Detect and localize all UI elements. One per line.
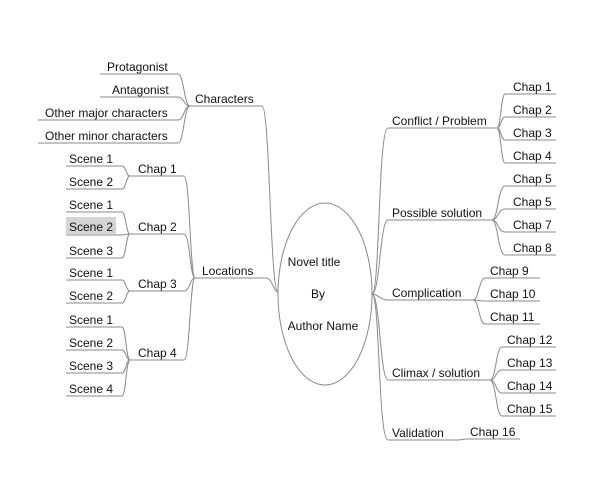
selected-scene-highlight	[66, 217, 116, 234]
chapter-label: Chap 12	[507, 333, 553, 347]
possible-solution-branch[interactable]: Possible solution Chap 5 Chap 5 Chap 7 C…	[388, 172, 556, 256]
scene-label: Scene 1	[69, 266, 113, 280]
location-chap-label: Chap 4	[138, 346, 177, 360]
chapter-label: Chap 9	[490, 264, 529, 278]
chapter-label: Chap 8	[513, 241, 552, 255]
chapter-label: Chap 5	[513, 172, 552, 186]
climax-link-4	[489, 379, 503, 417]
climax-link-1	[489, 346, 503, 381]
location-chap-3[interactable]: Chap 3 Scene 1 Scene 2	[66, 266, 184, 304]
scene-label-selected: Scene 2	[69, 220, 113, 234]
branch-label: Climax / solution	[392, 366, 480, 380]
possible-link-1	[491, 185, 506, 221]
author-name: Author Name	[288, 319, 359, 333]
locations-branch[interactable]: Locations Chap 1 Scene 1 Scene 2 Chap 2 …	[66, 152, 266, 397]
chapter-label: Chap 11	[490, 310, 535, 324]
connector-complication	[371, 293, 389, 301]
chapter-label: Chap 13	[507, 356, 553, 370]
location-chap-2[interactable]: Chap 2 Scene 1 Scene 2 Scene 3	[66, 198, 184, 259]
conflict-link-4	[496, 127, 506, 164]
conflict-branch[interactable]: Conflict / Problem Chap 1 Chap 2 Chap 3 …	[388, 80, 556, 164]
connector-climax	[371, 293, 389, 381]
novel-title: Novel title	[288, 255, 341, 269]
climax-branch[interactable]: Climax / solution Chap 12 Chap 13 Chap 1…	[388, 333, 556, 417]
loc-chap1-link-b	[121, 175, 131, 190]
connector-possible	[371, 219, 389, 295]
scene-label: Scene 2	[69, 336, 113, 350]
scene-label: Scene 2	[69, 289, 113, 303]
connector-validation	[371, 293, 389, 441]
by-label: By	[311, 287, 325, 301]
chapter-label: Chap 7	[513, 218, 552, 232]
complication-branch[interactable]: Complication Chap 9 Chap 10 Chap 11	[388, 264, 540, 325]
loc-link-chap1	[183, 175, 196, 279]
chapter-label: Chap 16	[470, 425, 516, 439]
location-chap-label: Chap 2	[138, 220, 177, 234]
climax-link-2	[489, 369, 503, 381]
characters-label: Characters	[195, 92, 254, 106]
validation-link-1	[457, 438, 467, 441]
conflict-link-2	[496, 116, 506, 129]
branch-label: Possible solution	[392, 206, 482, 220]
possible-link-4	[491, 219, 506, 256]
loc-chap4-link-b	[121, 349, 131, 361]
conflict-link-1	[496, 93, 506, 129]
chapter-label: Chap 5	[513, 195, 552, 209]
character-other-minor: Other minor characters	[45, 129, 168, 143]
center-connectors	[261, 105, 389, 441]
loc-chap4-link-a	[121, 326, 131, 361]
loc-chap1-link-a	[121, 165, 131, 177]
loc-link-chap3	[183, 277, 196, 292]
loc-chap2-link-a	[121, 211, 131, 235]
loc-chap2-link-c	[121, 233, 131, 259]
complication-link-1	[472, 277, 486, 301]
scene-label: Scene 3	[69, 359, 113, 373]
loc-link-chap2	[183, 233, 196, 279]
char-link-1	[177, 73, 191, 107]
scene-label: Scene 1	[69, 313, 113, 327]
chapter-label: Chap 2	[513, 103, 552, 117]
chapter-label: Chap 1	[513, 80, 552, 94]
location-chap-4[interactable]: Chap 4 Scene 1 Scene 2 Scene 3 Scene 4	[66, 313, 184, 397]
scene-label: Scene 4	[69, 382, 113, 396]
possible-link-2	[491, 208, 506, 221]
scene-label: Scene 1	[69, 198, 113, 212]
scene-label: Scene 1	[69, 152, 113, 166]
loc-chap3-link-b	[121, 290, 131, 304]
connector-locations	[265, 277, 279, 293]
loc-chap3-link-a	[121, 279, 131, 292]
scene-label: Scene 2	[69, 175, 113, 189]
validation-branch[interactable]: Validation Chap 16	[388, 425, 520, 441]
character-antagonist: Antagonist	[112, 83, 169, 97]
location-chap-label: Chap 3	[138, 277, 177, 291]
loc-link-chap4	[183, 277, 196, 361]
characters-branch[interactable]: Characters Protagonist Antagonist Other …	[38, 60, 262, 144]
locations-label: Locations	[202, 264, 253, 278]
loc-chap4-link-d	[121, 359, 131, 397]
location-chap-1[interactable]: Chap 1 Scene 1 Scene 2	[66, 152, 184, 190]
chapter-label: Chap 15	[507, 402, 553, 416]
character-other-major: Other major characters	[45, 106, 168, 120]
scene-label: Scene 3	[69, 244, 113, 258]
chapter-label: Chap 14	[507, 379, 553, 393]
location-chap-label: Chap 1	[138, 162, 177, 176]
chapter-label: Chap 4	[513, 149, 552, 163]
character-protagonist: Protagonist	[107, 60, 168, 74]
char-link-4	[177, 105, 191, 144]
branch-label: Complication	[392, 286, 461, 300]
connector-characters	[261, 105, 279, 293]
connector-conflict	[371, 127, 389, 295]
branch-label: Conflict / Problem	[392, 114, 487, 128]
branch-label: Validation	[392, 426, 444, 440]
central-node[interactable]: Novel title By Author Name	[277, 202, 373, 386]
char-link-2	[177, 96, 191, 107]
complication-link-3	[472, 299, 486, 325]
chapter-label: Chap 3	[513, 126, 552, 140]
chapter-label: Chap 10	[490, 287, 536, 301]
